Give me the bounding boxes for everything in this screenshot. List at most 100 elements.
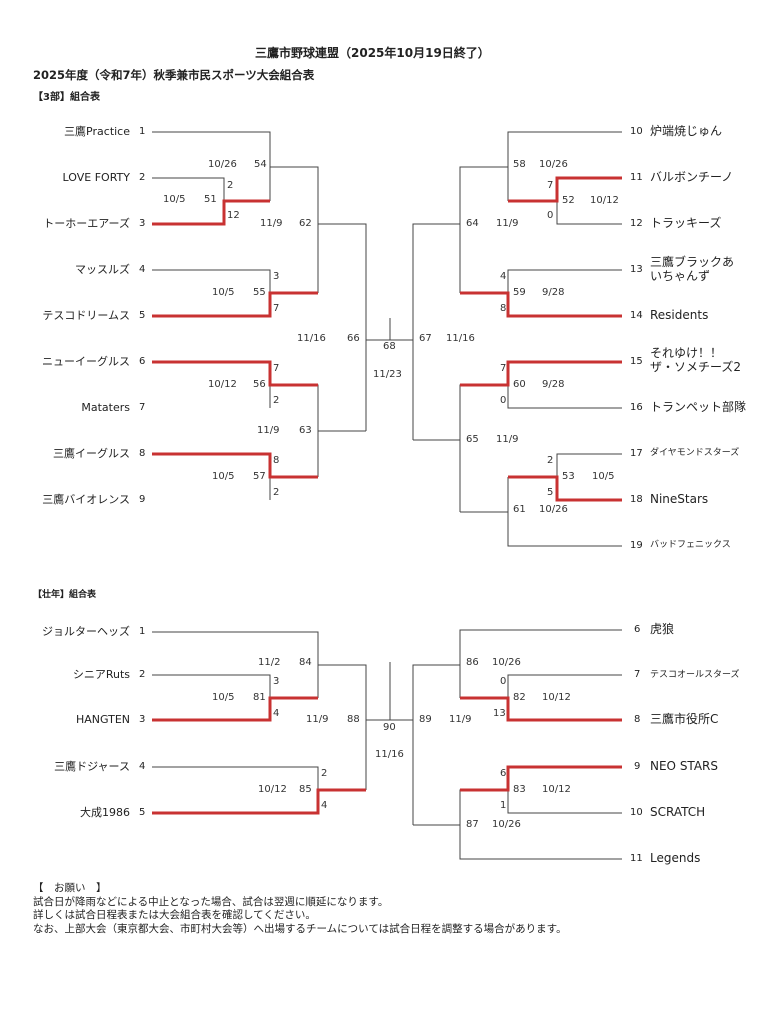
- team-seed: 3: [139, 714, 146, 725]
- team-name: 大成1986: [80, 806, 130, 819]
- match-score: 1: [500, 800, 507, 811]
- team-seed: 17: [630, 448, 643, 459]
- match-score: 3: [273, 676, 280, 687]
- match-number: 53: [562, 471, 575, 482]
- match-number: 52: [562, 195, 575, 206]
- notes-line: なお、上部大会（東京都大会、市町村大会等）へ出場するチームについては試合日程を調…: [33, 922, 567, 935]
- match-date: 10/26: [539, 159, 568, 170]
- match-date: 11/9: [257, 425, 280, 436]
- match-score: 2: [547, 455, 554, 466]
- match-date: 11/16: [446, 333, 475, 344]
- match-number: 58: [513, 159, 526, 170]
- match-number: 88: [347, 714, 360, 725]
- team-name: ダイヤモンドスターズ: [650, 448, 740, 458]
- team-seed: 2: [139, 669, 146, 680]
- notes-line: 試合日が降雨などによる中止となった場合、試合は翌週に順延になります。: [33, 895, 389, 908]
- match-score: 0: [500, 395, 507, 406]
- match-score: 8: [273, 455, 280, 466]
- match-score: 6: [500, 768, 507, 779]
- match-number: 64: [466, 218, 479, 229]
- team-seed: 15: [630, 356, 643, 367]
- match-date: 9/28: [542, 287, 565, 298]
- match-number: 63: [299, 425, 312, 436]
- team-seed: 8: [139, 448, 146, 459]
- match-score: 4: [500, 271, 507, 282]
- match-number: 51: [204, 194, 217, 205]
- match-date: 9/28: [542, 379, 565, 390]
- match-number: 60: [513, 379, 526, 390]
- match-number: 59: [513, 287, 526, 298]
- team-name: Residents: [650, 308, 709, 322]
- match-number: 54: [254, 159, 267, 170]
- match-score: 5: [547, 487, 554, 498]
- team-seed: 1: [139, 126, 146, 137]
- match-date: 10/12: [258, 784, 287, 795]
- match-date: 10/5: [212, 692, 235, 703]
- final-match-date: 11/16: [375, 749, 404, 760]
- match-date: 11/9: [306, 714, 329, 725]
- team-name: トーホーエアーズ: [43, 217, 130, 230]
- match-number: 87: [466, 819, 479, 830]
- team-seed: 9: [634, 761, 641, 772]
- match-date: 11/9: [260, 218, 283, 229]
- match-number: 57: [253, 471, 266, 482]
- match-score: 13: [493, 708, 506, 719]
- team-name: LOVE FORTY: [62, 171, 130, 184]
- match-number: 84: [299, 657, 312, 668]
- team-seed: 4: [139, 761, 146, 772]
- match-number: 89: [419, 714, 432, 725]
- notes-heading: 【 お願い 】: [33, 882, 107, 894]
- match-date: 10/26: [539, 504, 568, 515]
- match-date: 10/12: [590, 195, 619, 206]
- team-seed: 14: [630, 310, 643, 321]
- team-name: テスコドリームス: [42, 309, 130, 322]
- match-date: 11/9: [449, 714, 472, 725]
- match-date: 10/12: [208, 379, 237, 390]
- team-name: トランペット部隊: [650, 400, 747, 414]
- match-score: 4: [321, 800, 328, 811]
- team-name: NineStars: [650, 492, 709, 506]
- team-seed: 1: [139, 626, 146, 637]
- team-seed: 2: [139, 172, 146, 183]
- team-seed: 11: [630, 172, 643, 183]
- match-score: 7: [273, 363, 280, 374]
- match-number: 65: [466, 434, 479, 445]
- team-seed: 3: [139, 218, 146, 229]
- match-date: 11/9: [496, 218, 519, 229]
- match-date: 11/2: [258, 657, 281, 668]
- match-date: 10/5: [212, 287, 235, 298]
- match-date: 11/9: [496, 434, 519, 445]
- match-number: 56: [253, 379, 266, 390]
- tournament-subtitle: 2025年度（令和7年）秋季兼市民スポーツ大会組合表: [33, 68, 315, 82]
- team-seed: 10: [630, 807, 643, 818]
- team-seed: 16: [630, 402, 643, 413]
- match-date: 10/12: [542, 784, 571, 795]
- notes-line: 詳しくは試合日程表または大会組合表を確認してください。: [33, 909, 316, 922]
- match-number: 61: [513, 504, 526, 515]
- team-name: 三鷹バイオレンス: [42, 493, 130, 506]
- team-seed: 7: [634, 669, 641, 680]
- team-name: 虎狼: [650, 622, 675, 636]
- final-match-date: 11/23: [373, 369, 402, 380]
- team-name: ニューイーグルス: [42, 355, 130, 368]
- team-seed: 12: [630, 218, 643, 229]
- notes-section: 【 お願い 】 試合日が降雨などによる中止となった場合、試合は翌週に順延になりま…: [33, 882, 567, 937]
- match-number: 55: [253, 287, 266, 298]
- match-date: 10/5: [212, 471, 235, 482]
- match-score: 0: [547, 210, 554, 221]
- match-date: 10/26: [208, 159, 237, 170]
- match-score: 4: [273, 708, 280, 719]
- match-number: 82: [513, 692, 526, 703]
- team-name: トラッキーズ: [650, 216, 722, 230]
- team-name: NEO STARS: [650, 759, 718, 773]
- team-name: バルボンチーノ: [650, 170, 734, 184]
- div3-heading: 【3部】組合表: [33, 92, 100, 103]
- team-name: ジョルターヘッズ: [42, 625, 130, 638]
- team-name: SCRATCH: [650, 805, 706, 819]
- match-score: 2: [321, 768, 328, 779]
- match-score: 8: [500, 303, 507, 314]
- team-name: 三鷹Practice: [64, 125, 130, 138]
- team-seed: 7: [139, 402, 146, 413]
- match-date: 10/5: [592, 471, 615, 482]
